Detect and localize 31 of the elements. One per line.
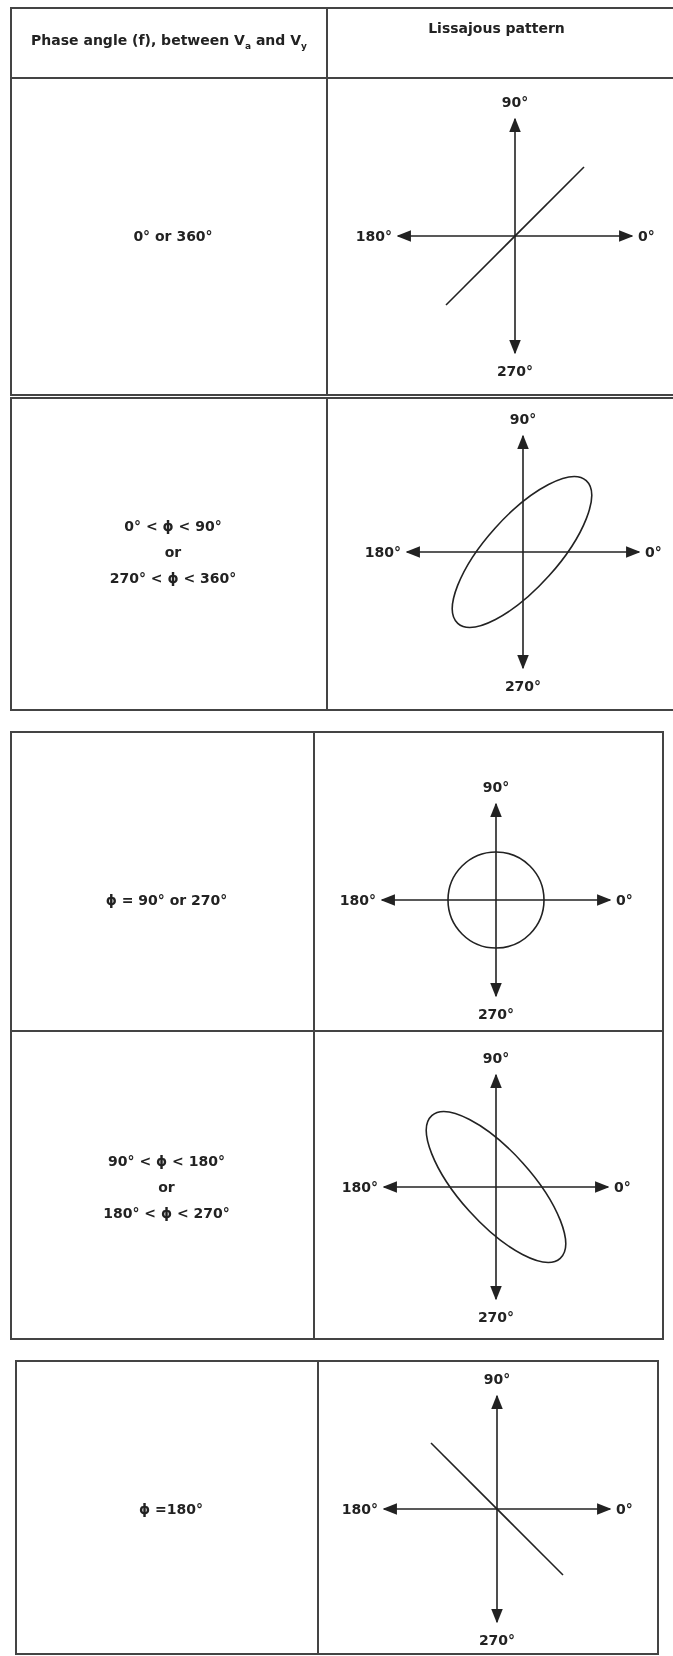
axis-label: 180° bbox=[339, 891, 376, 909]
axis-label: 90° bbox=[482, 1049, 510, 1067]
axis-label: 0° bbox=[614, 1178, 631, 1196]
axis-label: 0° bbox=[638, 227, 655, 245]
axis-label: 90° bbox=[501, 93, 529, 111]
phase-angle-text: ϕ =180° bbox=[139, 1500, 203, 1518]
phase-angle-text: 0° or 360° bbox=[133, 227, 213, 245]
axis-label: 270° bbox=[477, 1308, 515, 1326]
axis-label: 0° bbox=[616, 891, 633, 909]
phase-angle-text: 0° < ϕ < 90° bbox=[124, 517, 222, 535]
axis-label: 90° bbox=[482, 778, 510, 796]
column-header: Phase angle (f), between V$_{a}$ and V$_{y}$ bbox=[30, 31, 308, 53]
phase-angle-text: 180° < ϕ < 270° bbox=[103, 1204, 230, 1222]
axis-label: 90° bbox=[509, 410, 537, 428]
phase-angle-text: ϕ = 90° or 270° bbox=[105, 891, 228, 909]
axis-label: 270° bbox=[504, 677, 542, 695]
phase-angle-text: or bbox=[164, 543, 182, 561]
phase-angle-text: 270° < ϕ < 360° bbox=[109, 569, 237, 587]
axis-label: 0° bbox=[616, 1500, 633, 1518]
axis-label: 270° bbox=[478, 1631, 516, 1649]
axis-label: 180° bbox=[364, 543, 401, 561]
axis-label: 0° bbox=[645, 543, 662, 561]
phase-angle-text: 90° < ϕ < 180° bbox=[108, 1152, 225, 1170]
axis-label: 180° bbox=[341, 1178, 378, 1196]
phase-angle-text: or bbox=[158, 1178, 175, 1196]
axis-label: 90° bbox=[483, 1370, 511, 1388]
axis-label: 270° bbox=[477, 1005, 515, 1023]
axis-label: 270° bbox=[496, 362, 534, 380]
axis-label: 180° bbox=[355, 227, 392, 245]
axis-label: 180° bbox=[341, 1500, 378, 1518]
column-header: Lissajous pattern bbox=[428, 19, 565, 37]
